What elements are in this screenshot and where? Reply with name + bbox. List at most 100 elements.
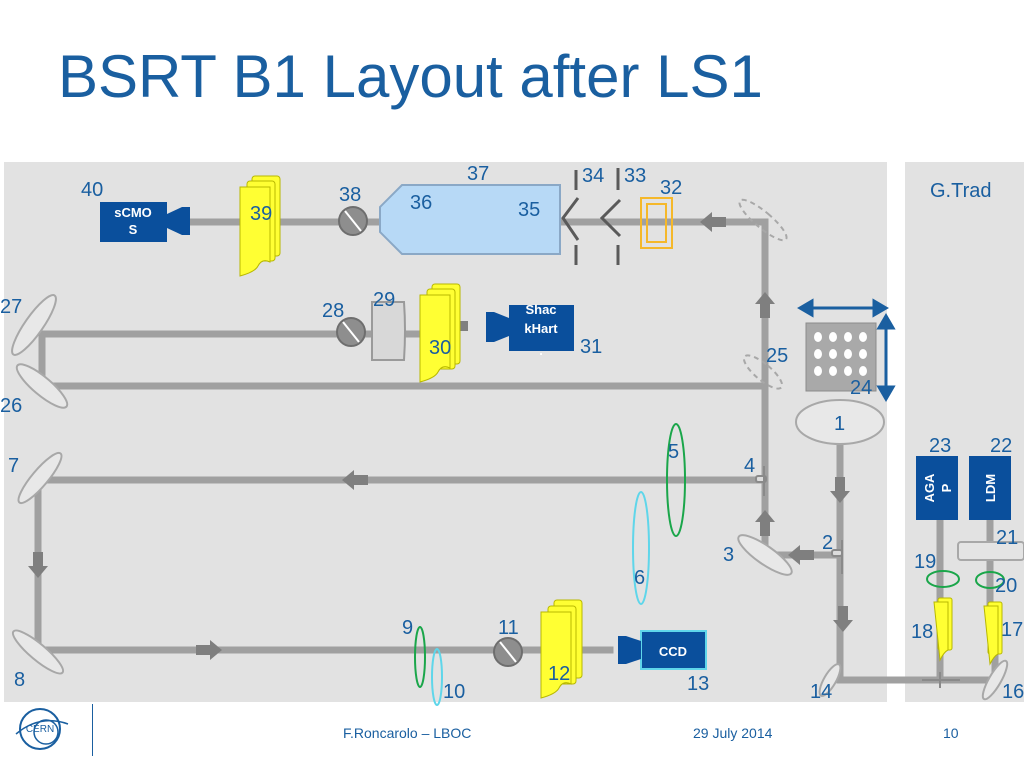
label-21: 21 <box>996 527 1018 549</box>
label-32: 32 <box>660 177 682 199</box>
label-36: 36 <box>410 192 432 214</box>
mirror-27 <box>11 294 57 356</box>
arrow-down-icon <box>28 552 48 578</box>
mirror-3 <box>737 534 793 576</box>
mirror-flip-upper <box>738 198 788 242</box>
footer-date: 29 July 2014 <box>693 725 773 741</box>
arrow-left-icon <box>700 212 726 232</box>
label-19: 19 <box>914 551 936 573</box>
arrow-right-icon <box>196 640 222 660</box>
filter-stack-17 <box>983 601 1003 666</box>
splitter-2 <box>831 549 843 557</box>
mirror-16 <box>981 659 1009 701</box>
shack-label-3: . <box>539 343 543 358</box>
lens-6 <box>632 491 650 605</box>
footer-divider <box>92 704 93 756</box>
arrow-left-icon <box>342 470 368 490</box>
camera-lens-icon <box>618 636 641 664</box>
label-12: 12 <box>548 663 570 685</box>
cern-logo: CERN <box>15 708 69 750</box>
label-4: 4 <box>744 455 755 477</box>
label-16: 16 <box>1002 681 1024 703</box>
polarizers <box>336 206 523 667</box>
label-5: 5 <box>668 441 679 463</box>
label-33: 33 <box>624 165 646 187</box>
label-18: 18 <box>911 621 933 643</box>
label-11: 11 <box>498 617 519 639</box>
ldm-label: LDM <box>983 474 998 502</box>
shack-label-2: kHart <box>524 321 558 336</box>
label-23: 23 <box>929 435 951 457</box>
small-splitters <box>755 466 960 688</box>
label-26: 26 <box>0 395 22 417</box>
scmos-label-2: S <box>129 222 138 237</box>
ldm-device: LDM <box>969 456 1011 520</box>
label-3: 3 <box>723 544 734 566</box>
optic-29 <box>371 301 406 361</box>
agap-device: AGA P <box>916 456 958 520</box>
label-40: 40 <box>81 179 103 201</box>
filter-stack-12 <box>540 599 583 699</box>
label-25: 25 <box>766 345 788 367</box>
label-9: 9 <box>402 617 413 639</box>
label-24: 24 <box>850 377 872 399</box>
scmos-camera: sCMO S <box>100 202 190 242</box>
lens-10 <box>431 648 443 706</box>
camera-lens-icon <box>167 207 190 235</box>
shack-label-1: Shac <box>525 302 556 317</box>
lens-1 <box>795 399 885 445</box>
mirrors <box>11 294 1009 701</box>
lens-19 <box>926 570 960 588</box>
label-22: 22 <box>990 435 1012 457</box>
label-35: 35 <box>518 199 540 221</box>
arrow-left-icon <box>788 545 814 565</box>
label-8: 8 <box>14 669 25 691</box>
ccd-label: CCD <box>659 644 687 659</box>
camera-lens-icon <box>486 312 509 342</box>
label-39: 39 <box>250 203 272 225</box>
mirror-8 <box>11 629 65 675</box>
mirror-14 <box>818 663 842 697</box>
mirror-7 <box>17 451 63 505</box>
fiber-bundle-dots <box>814 332 867 376</box>
agap-label-2: P <box>939 483 954 492</box>
label-13: 13 <box>687 673 709 695</box>
label-29: 29 <box>373 289 395 311</box>
label-31: 31 <box>580 336 602 358</box>
polarizer-box-32 <box>640 197 673 249</box>
label-14: 14 <box>810 681 832 703</box>
filter-stack-30 <box>419 283 461 383</box>
arrow-up-icon <box>755 292 775 318</box>
translation-arrows <box>797 298 896 402</box>
slide-title: BSRT B1 Layout after LS1 <box>58 43 763 110</box>
filter-stack-18 <box>933 597 953 662</box>
label-6: 6 <box>634 567 645 589</box>
ccd-camera: CCD <box>618 630 707 670</box>
telescope-37 <box>379 184 561 255</box>
label-2: 2 <box>822 532 833 554</box>
slits <box>561 168 622 265</box>
label-38: 38 <box>339 184 361 206</box>
gtrad-panel <box>905 162 1024 702</box>
splitter-21 <box>957 541 1024 561</box>
label-37: 37 <box>467 163 489 185</box>
label-20: 20 <box>995 575 1017 597</box>
lens-9 <box>414 626 426 688</box>
arrow-down-icon <box>830 477 850 503</box>
arrow-down-icon <box>833 606 853 632</box>
footer-page-number: 10 <box>943 725 959 741</box>
scmos-label-1: sCMO <box>114 205 152 220</box>
footer-author: F.Roncarolo – LBOC <box>343 725 472 741</box>
gtrad-label: G.Trad <box>930 180 992 202</box>
shack-hartmann-camera: Shac kHart . <box>486 302 574 358</box>
label-34: 34 <box>582 165 604 187</box>
lens-5 <box>666 423 686 537</box>
mirror-26 <box>15 363 69 409</box>
label-7: 7 <box>8 455 19 477</box>
label-27: 27 <box>0 296 22 318</box>
filter-stack-39 <box>239 175 281 277</box>
label-28: 28 <box>322 300 344 322</box>
lens-20 <box>975 571 1005 589</box>
component-labels: 40 39 38 37 36 35 34 33 32 31 30 29 28 2… <box>0 163 1024 703</box>
